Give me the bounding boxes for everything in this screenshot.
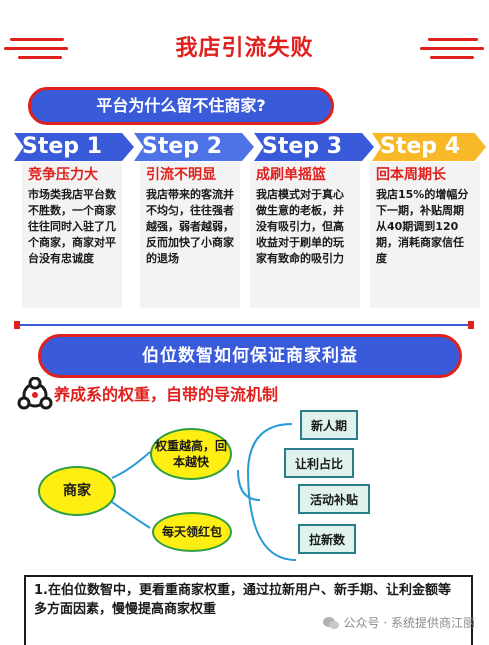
watermark: 公众号 · 系统提供商江丽 (322, 614, 475, 631)
leaf-box-referral: 拉新数 (298, 524, 356, 554)
mechanism-title: 养成系的权重，自带的导流机制 (54, 385, 279, 404)
watermark-text: 公众号 · 系统提供商江丽 (343, 616, 475, 630)
title-deco-line (10, 38, 64, 41)
note-box: 1.在伯位数智中，更看重商家权重，通过拉新用户、新手期、让利金额等多方面因素，慢… (24, 575, 473, 645)
step-4-card: 回本周期长 我店15%的增幅分下一期，补贴周期从40期调到120期，消耗商家信任… (370, 162, 480, 308)
step-1-card: 竞争压力大 市场类我店平台数不胜数，一个商家往往同时入驻了几个商家，商家对平台没… (22, 162, 122, 308)
section-divider (14, 321, 474, 329)
leaf-box-newbie: 新人期 (300, 410, 358, 440)
title-bar: 我店引流失败 (0, 22, 489, 68)
step-3-card: 成刷单摇篮 我店模式对于真心做生意的老板，并没有吸引力，但高收益对于刷单的玩家有… (250, 162, 360, 308)
title-deco-line (428, 38, 478, 41)
how-pill: 伯位数智如何保证商家利益 (38, 334, 462, 378)
step-3-body: 我店模式对于真心做生意的老板，并没有吸引力，但高收益对于刷单的玩家有致命的吸引力 (256, 188, 344, 265)
step-1-heading: 竞争压力大 (28, 167, 98, 183)
step-3-heading: 成刷单摇篮 (256, 167, 326, 183)
leaf-box-discount: 让利占比 (284, 448, 354, 478)
question-pill: 平台为什么留不住商家? (28, 87, 334, 125)
wechat-icon (322, 616, 339, 629)
title-deco-line (420, 47, 484, 50)
merchant-node: 商家 (38, 466, 116, 516)
title-deco-line (18, 56, 62, 59)
weight-node: 权重越高，回本越快 (150, 428, 232, 480)
gear-icon (17, 377, 53, 410)
step-3-banner: Step 3 (254, 133, 374, 161)
step-4-banner: Step 4 (372, 133, 486, 161)
step-1-banner: Step 1 (14, 133, 134, 161)
step-4-heading: 回本周期长 (376, 167, 446, 183)
title-deco-line (4, 47, 68, 50)
step-2-body: 我店带来的客流并不均匀，往往强者越强，弱者越弱，反而加快了小商家的退场 (146, 188, 234, 265)
divider-end-mark (468, 321, 474, 329)
divider-end-mark (14, 321, 20, 329)
step-2-heading: 引流不明显 (146, 167, 216, 183)
leaf-box-subsidy: 活动补贴 (298, 484, 370, 514)
red-packet-node: 每天领红包 (152, 512, 232, 552)
step-2-card: 引流不明显 我店带来的客流并不均匀，往往强者越强，弱者越弱，反而加快了小商家的退… (140, 162, 240, 308)
step-2-banner: Step 2 (134, 133, 254, 161)
page-title: 我店引流失败 (175, 36, 314, 61)
step-4-body: 我店15%的增幅分下一期，补贴周期从40期调到120期，消耗商家信任度 (376, 188, 469, 265)
title-deco-line (430, 56, 474, 59)
step-1-body: 市场类我店平台数不胜数，一个商家往往同时入驻了几个商家，商家对平台没有忠诚度 (28, 188, 116, 265)
